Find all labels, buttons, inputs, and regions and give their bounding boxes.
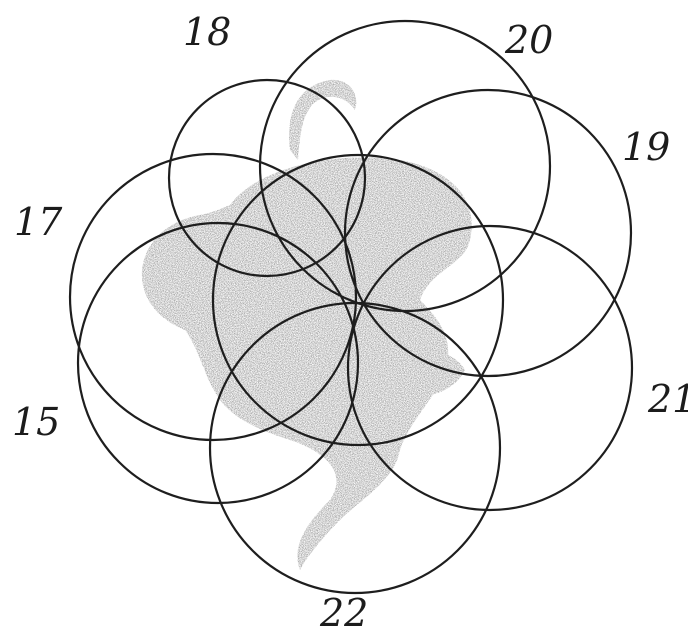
label-22: 22 [319,591,368,632]
label-21: 21 [647,377,688,421]
label-20: 20 [504,18,553,62]
label-15: 15 [12,400,60,444]
label-17: 17 [14,200,63,244]
label-18: 18 [183,10,231,54]
stippled-specimen [142,80,472,570]
label-19: 19 [622,125,670,169]
